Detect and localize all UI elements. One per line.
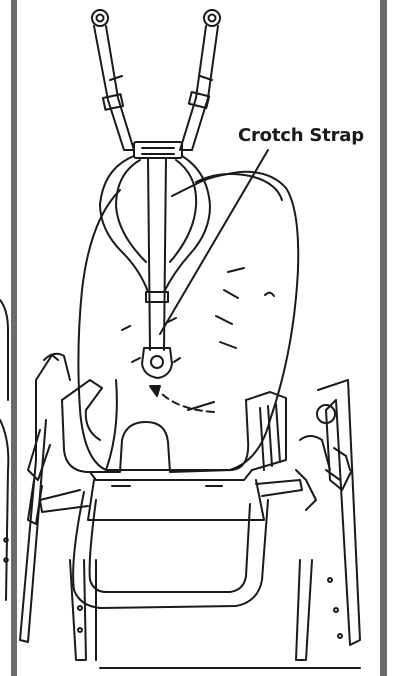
crotch-strap-loop [141, 157, 173, 379]
crotch-strap-label: Crotch Strap [238, 125, 364, 146]
left-border [11, 0, 17, 676]
tray [39, 379, 303, 609]
adjacent-chair-fragment [0, 299, 10, 601]
seat-pad [77, 170, 300, 471]
right-border [380, 0, 387, 676]
callout-leader-line [159, 149, 269, 335]
harness-strap [91, 9, 221, 151]
chair-frame [19, 352, 361, 669]
dashed-arrow [149, 385, 215, 413]
buckle [99, 141, 211, 293]
